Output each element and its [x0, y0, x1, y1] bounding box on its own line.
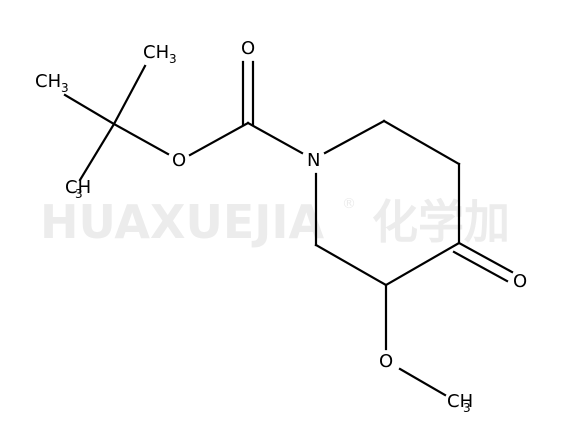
methoxy-methyl-bond [398, 367, 447, 397]
watermark-chinese-text: 化学加 [372, 195, 510, 249]
ring-bond-c5-c6 [314, 243, 388, 287]
methyl-top-subscript: 3 [169, 52, 177, 66]
atom-labels: O O N O O CH 3 CH 3 CH 3 CH 3 [35, 38, 527, 415]
methyl-left-label: CH 3 [35, 71, 69, 95]
ester-oxygen-label: O [172, 150, 186, 171]
methyl-top-main: CH [143, 42, 169, 63]
methoxy-methyl-label: CH 3 [447, 391, 473, 415]
quaternary-methyl-left-bond [63, 93, 116, 126]
quaternary-methyl-top-bond [112, 64, 147, 126]
methyl-bottom-subscript: 3 [75, 187, 83, 201]
carbonyl-nitrogen-bond [246, 121, 304, 155]
carbonyl-ester-bond [188, 121, 250, 157]
ester-quaternary-bond [112, 122, 170, 156]
methyl-left-main: CH [35, 71, 61, 92]
ring-bond-c2-c3 [382, 119, 461, 166]
methoxy-oxygen-label: O [379, 351, 393, 372]
quaternary-methyl-bottom-bond [78, 122, 116, 182]
methyl-left-subscript: 3 [61, 81, 69, 95]
nitrogen-label: N [307, 150, 320, 171]
ring-bond-n-c2 [323, 119, 386, 155]
methyl-bottom-main: CH [65, 177, 91, 198]
methyl-top-label: CH 3 [143, 42, 177, 66]
ketone-double-bond-a [457, 241, 514, 274]
ring-bond-c4-c5 [384, 241, 461, 287]
methoxy-methyl-subscript: 3 [463, 401, 471, 415]
watermark-text: HUAXUEJIA [40, 195, 325, 249]
methyl-bottom-label: CH 3 [65, 177, 91, 201]
bonds [63, 60, 514, 397]
carbonyl-oxygen-label: O [241, 38, 255, 59]
ketone-double-bond-b [452, 250, 509, 283]
watermark: HUAXUEJIA ® 化学加 [40, 195, 510, 249]
methoxy-methyl-main: CH [447, 391, 473, 412]
watermark-registered-mark: ® [342, 196, 356, 212]
ketone-oxygen-label: O [513, 271, 527, 292]
